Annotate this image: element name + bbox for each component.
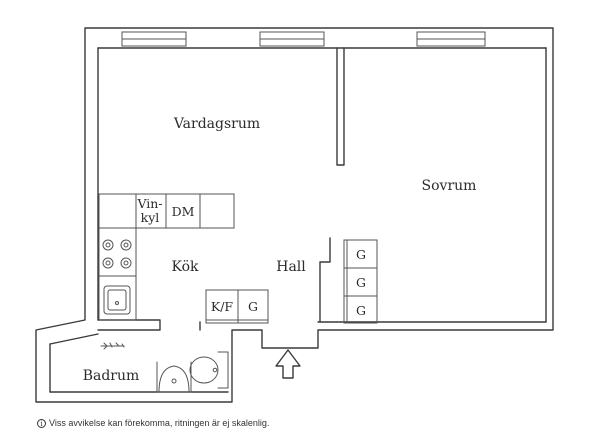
stove-icon [102,239,132,269]
fixture-label-dishwasher: DM [172,204,195,219]
fixture-label-wine-fridge-1: Vin- [136,196,162,211]
disclaimer-text: Viss avvikelse kan förekomma, ritningen … [49,418,270,428]
wardrobes [343,239,378,324]
bathroom-fixtures [100,342,229,393]
room-label-kitchen: Kök [172,259,200,275]
info-icon: i [37,418,46,428]
outer-walls [35,27,554,403]
room-label-living: Vardagsrum [173,116,260,132]
room-label-hall: Hall [276,259,306,275]
fridge-wardrobe-unit [205,289,269,324]
disclaimer: i Viss avvikelse kan förekomma, ritninge… [37,418,269,428]
kitchen-sink-icon [103,285,131,315]
fixture-label-wardrobe-1: G [356,247,366,262]
fixture-label-wine-fridge-2: kyl [141,210,160,225]
windows [121,31,486,47]
room-label-bathroom: Badrum [83,368,140,384]
interior-walls [97,47,345,331]
fixture-label-wardrobe-2: G [356,275,366,290]
room-label-bedroom: Sovrum [422,178,477,194]
fixture-label-fridge-freezer: K/F [211,299,234,314]
kitchen-counter [98,193,235,321]
entrance-arrow-icon [275,349,301,379]
fixture-label-wardrobe-3: G [356,303,366,318]
fixture-label-wardrobe-hall: G [248,299,258,314]
